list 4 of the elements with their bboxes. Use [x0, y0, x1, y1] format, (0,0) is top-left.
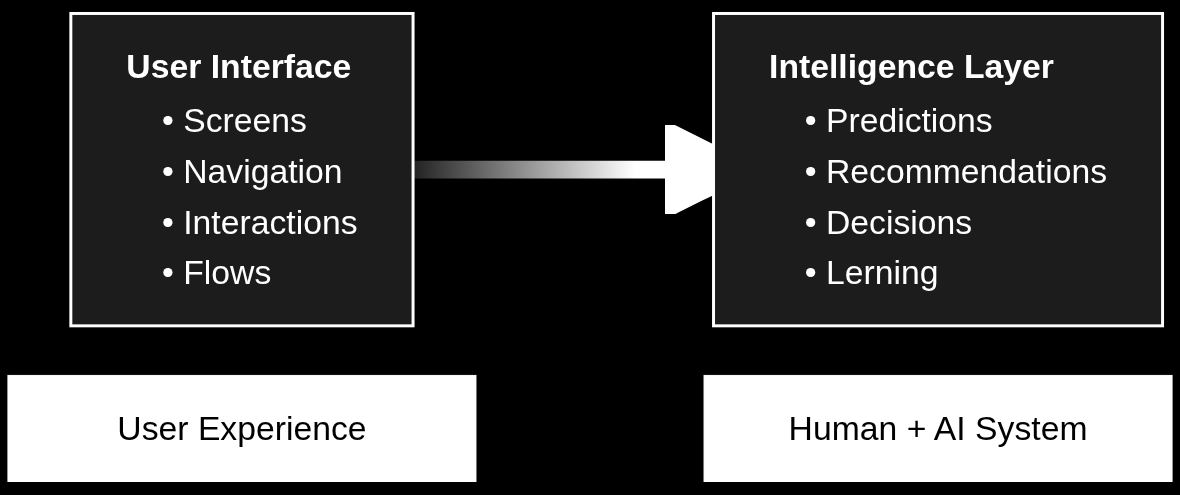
node-box: User Interface • Screens • Navigation • Interactions • Flows [69, 12, 415, 328]
node-box: Human + AI System [703, 374, 1173, 482]
node-box: Intelligence Layer • Predictions • Recommendations • Decisions • Lerning [712, 12, 1165, 328]
node-box: User Experience [7, 374, 477, 482]
